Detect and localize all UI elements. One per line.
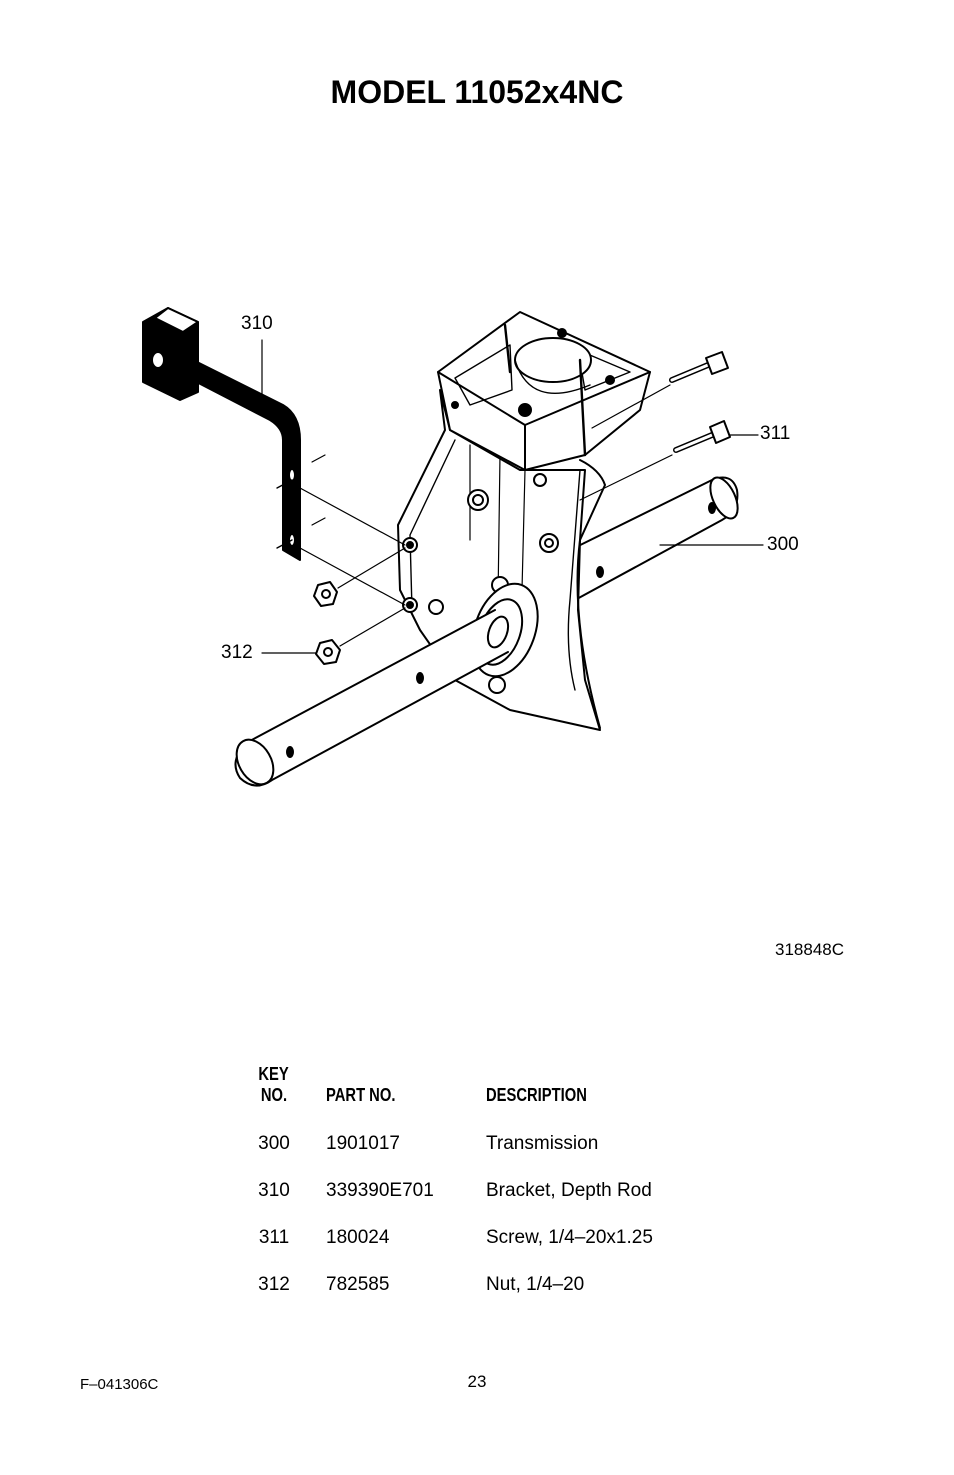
table-row: 311 180024 Screw, 1/4–20x1.25: [240, 1214, 653, 1261]
part-description: Transmission: [486, 1132, 599, 1154]
screw-311-lower: [673, 420, 731, 453]
part-no: 339390E701: [326, 1179, 434, 1201]
key-no: 300: [258, 1132, 290, 1154]
page-title: MODEL 11052x4NC: [330, 74, 624, 110]
drawing-number: 318848C: [775, 940, 845, 959]
part-no: 180024: [326, 1226, 390, 1248]
header-part-no: PART NO.: [326, 1085, 396, 1105]
callout-310: 310: [241, 313, 273, 334]
callout-300: 300: [767, 534, 799, 555]
top-mount-block: [437, 311, 651, 471]
shaft-front: [234, 609, 510, 787]
header-description: DESCRIPTION: [486, 1085, 587, 1105]
key-no: 310: [258, 1179, 290, 1201]
screw-311-upper: [669, 351, 729, 383]
part-description: Screw, 1/4–20x1.25: [486, 1226, 653, 1248]
footer-code: F–041306C: [80, 1376, 159, 1393]
part-description: Bracket, Depth Rod: [486, 1179, 652, 1201]
header-key-no: KEY NO.: [258, 1064, 290, 1105]
callout-312: 312: [221, 642, 253, 663]
part-no: 782585: [326, 1273, 390, 1295]
parts-table: KEY NO. PART NO. DESCRIPTION 300 1901017…: [240, 1064, 653, 1308]
table-row: 312 782585 Nut, 1/4–20: [240, 1261, 653, 1308]
parts-table-header: KEY NO. PART NO. DESCRIPTION: [240, 1064, 653, 1120]
page-number: 23: [467, 1372, 487, 1391]
nut-312-lower: [315, 639, 341, 665]
nut-312-upper: [313, 581, 338, 607]
key-no: 311: [258, 1226, 290, 1248]
depth-rod-bracket: [142, 307, 301, 561]
callout-311: 311: [760, 423, 791, 444]
shaft-rear: [559, 476, 739, 601]
table-row: 310 339390E701 Bracket, Depth Rod: [240, 1167, 653, 1214]
key-no: 312: [258, 1273, 290, 1295]
exploded-parts-diagram: [142, 307, 764, 787]
part-no: 1901017: [326, 1132, 400, 1154]
part-description: Nut, 1/4–20: [486, 1273, 585, 1295]
table-row: 300 1901017 Transmission: [240, 1120, 653, 1167]
